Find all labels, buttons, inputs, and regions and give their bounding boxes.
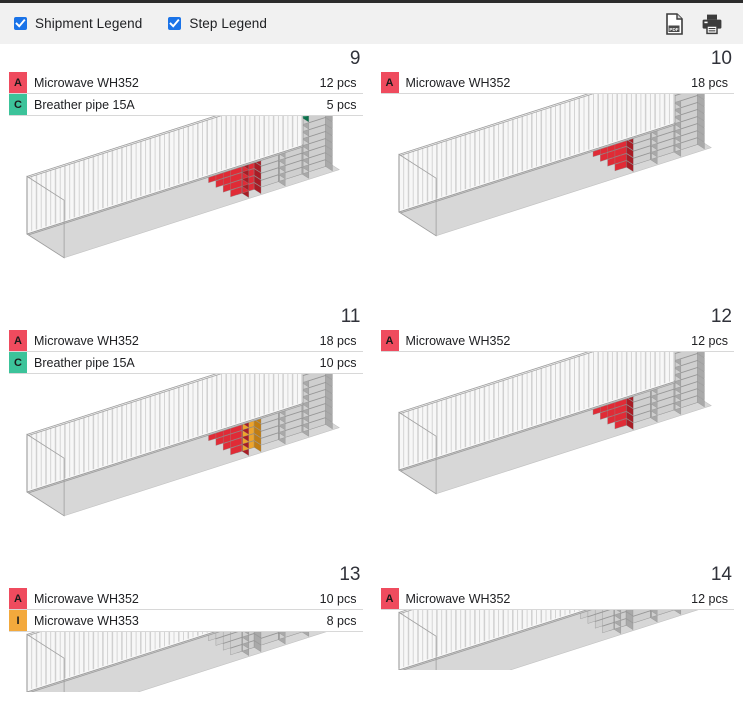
legend-row: I Microwave WH353 8 pcs bbox=[9, 610, 363, 632]
legend-item-qty: 18 pcs bbox=[319, 333, 357, 348]
legend-badge: A bbox=[380, 330, 399, 351]
checkbox-checked-icon[interactable] bbox=[14, 17, 27, 30]
legend-badge: A bbox=[9, 330, 27, 351]
legend-badge: A bbox=[380, 72, 399, 93]
legend-badge: A bbox=[9, 72, 27, 93]
legend-badge: I bbox=[9, 610, 27, 631]
legend-item-qty: 18 pcs bbox=[691, 75, 728, 90]
legend-badge: A bbox=[380, 588, 399, 609]
step-number: 14 bbox=[710, 564, 732, 585]
step-number: 10 bbox=[710, 48, 732, 69]
step-legend: A Microwave WH352 12 pcs bbox=[380, 588, 734, 610]
legend-item-name: Microwave WH352 bbox=[34, 591, 139, 606]
legend-badge: C bbox=[9, 94, 27, 115]
container-3d-view[interactable] bbox=[381, 94, 735, 280]
legend-item-qty: 12 pcs bbox=[691, 591, 728, 606]
shipment-legend-toggle[interactable]: Shipment Legend bbox=[14, 16, 142, 31]
legend-row: A Microwave WH352 12 pcs bbox=[380, 588, 734, 610]
legend-row: A Microwave WH352 12 pcs bbox=[380, 330, 734, 352]
legend-item-name: Microwave WH352 bbox=[405, 333, 511, 348]
pdf-icon: PDF bbox=[665, 12, 683, 35]
legend-badge: C bbox=[9, 352, 27, 373]
legend-row: A Microwave WH352 18 pcs bbox=[380, 72, 734, 94]
legend-row: C Breather pipe 15A 5 pcs bbox=[9, 94, 363, 116]
legend-row: A Microwave WH352 18 pcs bbox=[9, 330, 363, 352]
legend-item-qty: 12 pcs bbox=[691, 333, 728, 348]
export-pdf-button[interactable]: PDF bbox=[657, 7, 691, 41]
step-number: 9 bbox=[349, 48, 361, 69]
legend-item-name: Microwave WH352 bbox=[405, 75, 511, 90]
step-number: 11 bbox=[340, 306, 361, 327]
step-number: 12 bbox=[710, 306, 732, 327]
step-legend: A Microwave WH352 18 pcs bbox=[380, 72, 734, 94]
shipment-legend-label: Shipment Legend bbox=[35, 16, 143, 31]
container-3d-view[interactable] bbox=[381, 610, 735, 670]
legend-row: C Breather pipe 15A 10 pcs bbox=[9, 352, 363, 374]
legend-item-name: Microwave WH352 bbox=[34, 333, 139, 348]
checkbox-checked-icon[interactable] bbox=[168, 17, 182, 30]
legend-item-qty: 10 pcs bbox=[319, 355, 357, 370]
container-3d-view[interactable] bbox=[9, 374, 363, 560]
step-legend-toggle[interactable]: Step Legend bbox=[168, 16, 267, 31]
printer-icon bbox=[702, 14, 722, 34]
container-3d-view[interactable] bbox=[9, 632, 363, 692]
step-legend-label: Step Legend bbox=[189, 16, 268, 31]
legend-item-qty: 8 pcs bbox=[326, 613, 357, 628]
legend-item-qty: 5 pcs bbox=[326, 97, 357, 112]
legend-item-qty: 12 pcs bbox=[319, 75, 357, 90]
legend-item-name: Breather pipe 15A bbox=[34, 97, 135, 112]
legend-item-name: Breather pipe 15A bbox=[34, 355, 135, 370]
step-number: 13 bbox=[339, 564, 361, 585]
step-legend: A Microwave WH352 12 pcs bbox=[380, 330, 734, 352]
toolbar: Shipment Legend Step Legend PDF bbox=[0, 0, 743, 44]
legend-item-name: Microwave WH352 bbox=[405, 591, 511, 606]
legend-item-name: Microwave WH352 bbox=[34, 75, 139, 90]
legend-badge: A bbox=[9, 588, 27, 609]
container-3d-view[interactable] bbox=[381, 352, 735, 538]
legend-item-qty: 10 pcs bbox=[319, 591, 357, 606]
legend-row: A Microwave WH352 10 pcs bbox=[9, 588, 363, 610]
print-button[interactable] bbox=[695, 7, 729, 41]
legend-row: A Microwave WH352 12 pcs bbox=[9, 72, 363, 94]
legend-item-name: Microwave WH353 bbox=[34, 613, 139, 628]
container-3d-view[interactable] bbox=[9, 116, 363, 302]
svg-text:PDF: PDF bbox=[669, 26, 678, 31]
